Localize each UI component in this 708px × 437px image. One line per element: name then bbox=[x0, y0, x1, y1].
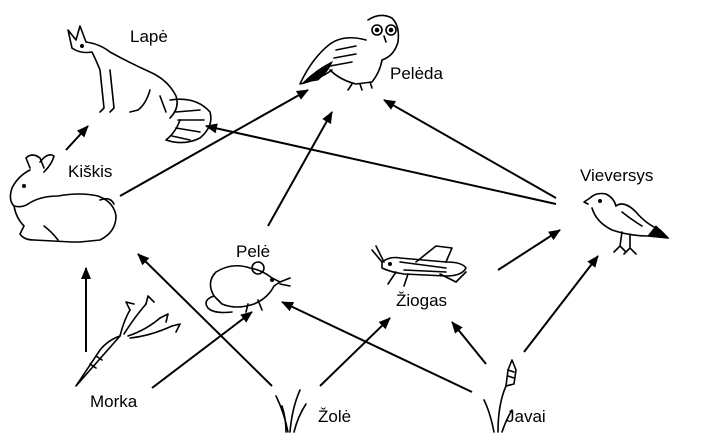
labels: Lapė Pelėda Kiškis Vieversys Pelė Žiogas… bbox=[68, 27, 653, 426]
label-grass: Žolė bbox=[318, 407, 351, 426]
arrows bbox=[65, 89, 599, 393]
label-grasshopper: Žiogas bbox=[396, 291, 447, 310]
label-owl: Pelėda bbox=[390, 64, 443, 83]
rabbit-illustration bbox=[9, 154, 117, 243]
grasshopper-illustration bbox=[371, 245, 467, 287]
arrow-morka-pele bbox=[151, 311, 253, 389]
arrow-vieversys-lape bbox=[205, 123, 557, 205]
arrow-javai-vieversys bbox=[523, 255, 599, 353]
owl-illustration bbox=[299, 14, 400, 91]
grain-illustration bbox=[483, 359, 517, 433]
arrow-kiskis-lape bbox=[65, 125, 89, 151]
label-fox: Lapė bbox=[130, 27, 168, 46]
arrow-vieversys-peleda bbox=[383, 99, 557, 199]
arrow-pele-peleda bbox=[267, 111, 333, 227]
arrow-javai-pele bbox=[281, 301, 473, 393]
arrow-zole-ziogas bbox=[319, 317, 391, 387]
grass-illustration bbox=[275, 389, 307, 433]
carrot-illustration bbox=[75, 295, 181, 387]
skylark-illustration bbox=[583, 192, 670, 255]
arrow-zole-kiskis bbox=[137, 253, 273, 387]
label-rabbit: Kiškis bbox=[68, 162, 112, 181]
arrow-javai-ziogas bbox=[451, 321, 487, 365]
label-carrot: Morka bbox=[90, 392, 138, 411]
arrow-ziogas-vieversys bbox=[497, 229, 561, 271]
mouse-illustration bbox=[205, 261, 291, 314]
label-mouse: Pelė bbox=[236, 242, 270, 261]
label-grain: Javai bbox=[506, 407, 546, 426]
arrow-kiskis-peleda bbox=[119, 89, 309, 197]
fox-illustration bbox=[67, 25, 212, 144]
label-skylark: Vieversys bbox=[580, 166, 653, 185]
